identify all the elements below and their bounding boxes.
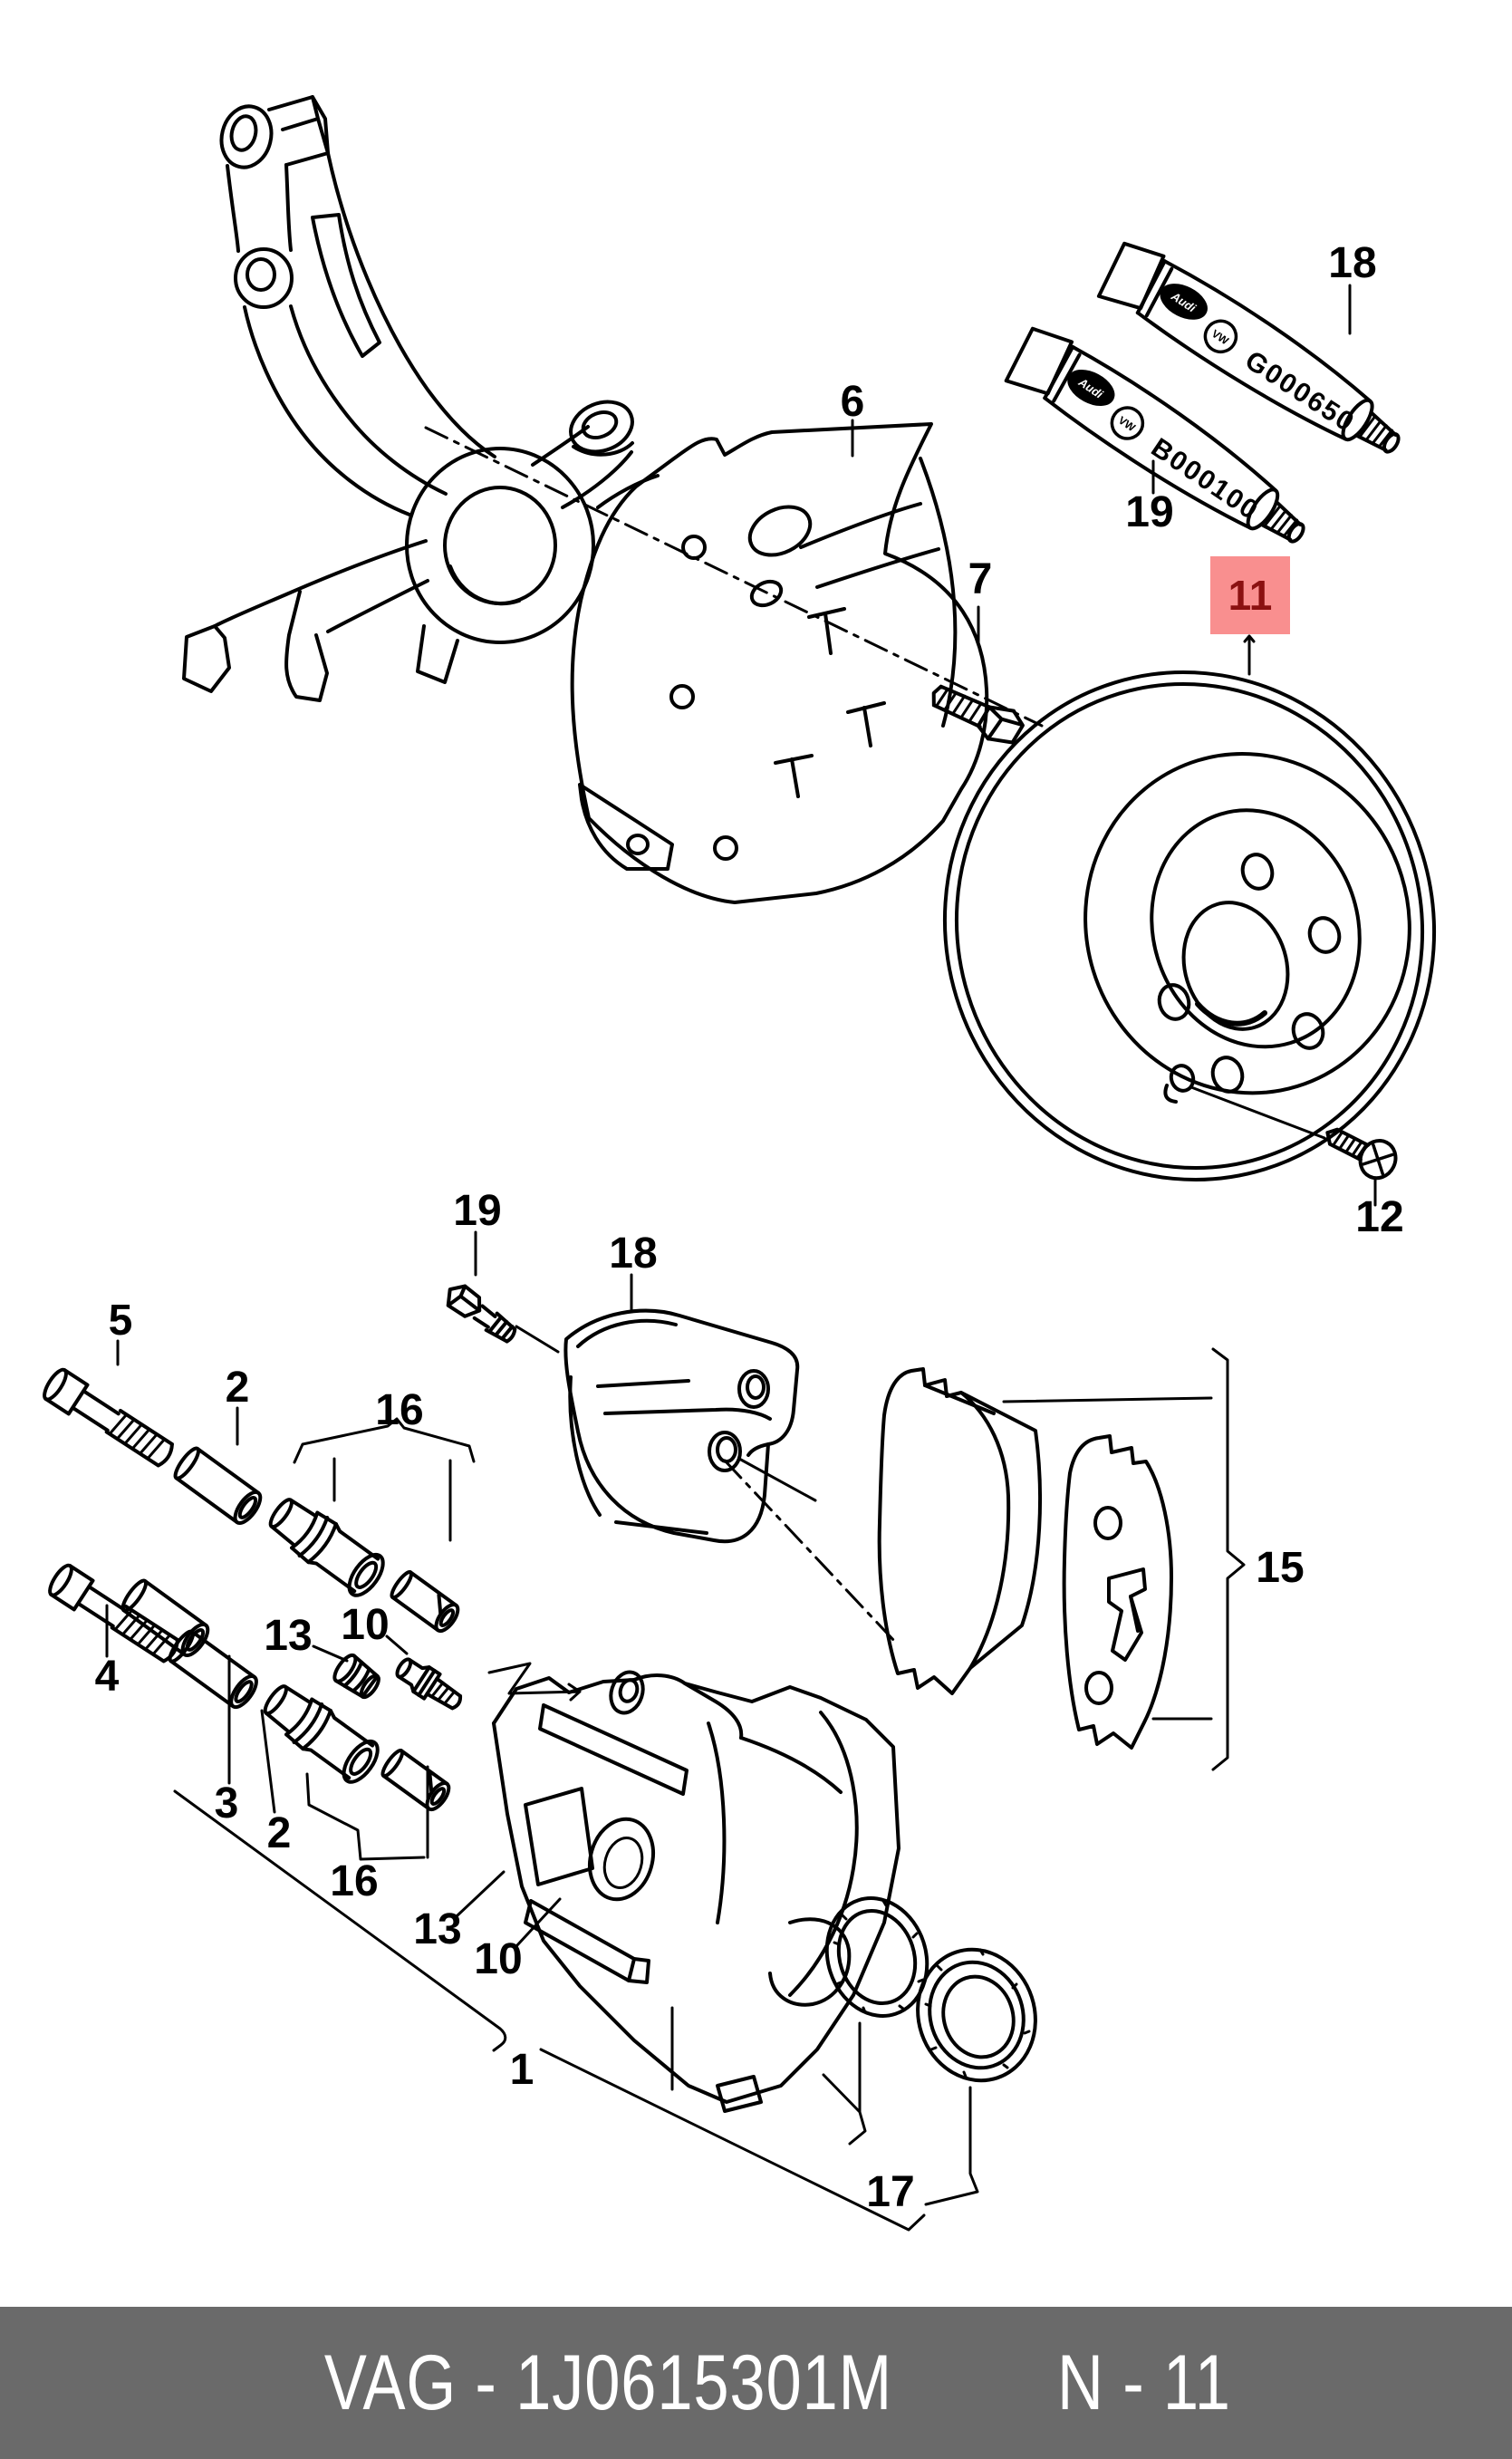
shield-bolt-drawing [931,684,1026,745]
callout-10: 10 [474,1935,523,1983]
vw-logo: VW [1209,327,1231,348]
guide-cylinder-16a-drawing [390,1570,460,1634]
assembly-centerline-upper [424,426,1044,728]
disc-screw-drawing [1325,1127,1398,1181]
callout-3: 3 [214,1779,239,1827]
bolt19-leader-line [515,1325,560,1354]
pads-bracket [1211,1347,1246,1771]
guide-bolt-4-drawing [48,1563,179,1663]
callout-5: 5 [108,1297,133,1345]
bushing-sleeve-2-drawing [173,1446,263,1525]
callout-17: 17 [866,2168,915,2216]
vw-logo: VW [1116,414,1138,435]
callout-16: 16 [375,1386,424,1434]
callout-12: 12 [1355,1193,1404,1241]
callout-16: 16 [330,1857,379,1905]
shield-hole-leader-line [737,1457,817,1502]
callout-7: 7 [968,555,993,603]
caliper-housing-drawing [492,1670,900,2113]
callout-10: 10 [341,1601,390,1649]
footer-page-ref: N - 11 [1057,2338,1231,2426]
callout-4: 4 [94,1653,120,1701]
splash-shield-drawing [570,422,989,904]
callout-1: 1 [509,2046,534,2094]
bleeder-valve-drawing [395,1657,463,1711]
callout-6: 6 [840,378,865,426]
caliper-bracket-line [173,1789,926,2232]
steering-knuckle-drawing [182,95,634,702]
callout-2: 2 [225,1364,250,1412]
bleeder-cap-drawing [332,1653,380,1700]
footer-part-code: VAG - 1J0615301M [323,2338,893,2426]
shield-bolt-19-drawing [446,1284,517,1344]
highlighted-part-11[interactable]: 11 [1210,556,1290,634]
callout-13: 13 [264,1612,313,1660]
seals-bracket [822,2021,979,2206]
callout-13: 13 [413,1905,462,1953]
callout-15: 15 [1256,1544,1305,1592]
heat-shield-drawing [563,1308,800,1544]
callout-19: 19 [453,1187,502,1235]
assembly-centerline-lower [723,1459,897,1644]
callout-2: 2 [266,1809,292,1857]
guide-cylinder-16b-drawing [380,1749,451,1812]
callout-18: 18 [609,1230,658,1278]
brake-pads-drawing [877,1367,1173,1750]
footer-bar: VAG - 1J0615301M N - 11 [0,2307,1512,2459]
piston-seals-drawing [824,1896,1037,2083]
pads-bracket-connectors [1002,1396,1213,1721]
highlighted-part-label: 11 [1228,572,1273,619]
leader-lines [105,284,1377,1948]
bushing-sleeve-3-drawing [120,1578,210,1657]
screw-leader-line [1189,1085,1326,1140]
guide-bushing-16a-drawing [268,1498,385,1597]
callout-19: 19 [1125,488,1174,536]
guide-bushing-16b-drawing [263,1684,380,1784]
bushing-sleeve-2b-drawing [168,1629,258,1710]
brake-disc-drawing [942,670,1437,1181]
callout-18: 18 [1328,239,1377,287]
guide-bolt-5-drawing [43,1367,174,1468]
